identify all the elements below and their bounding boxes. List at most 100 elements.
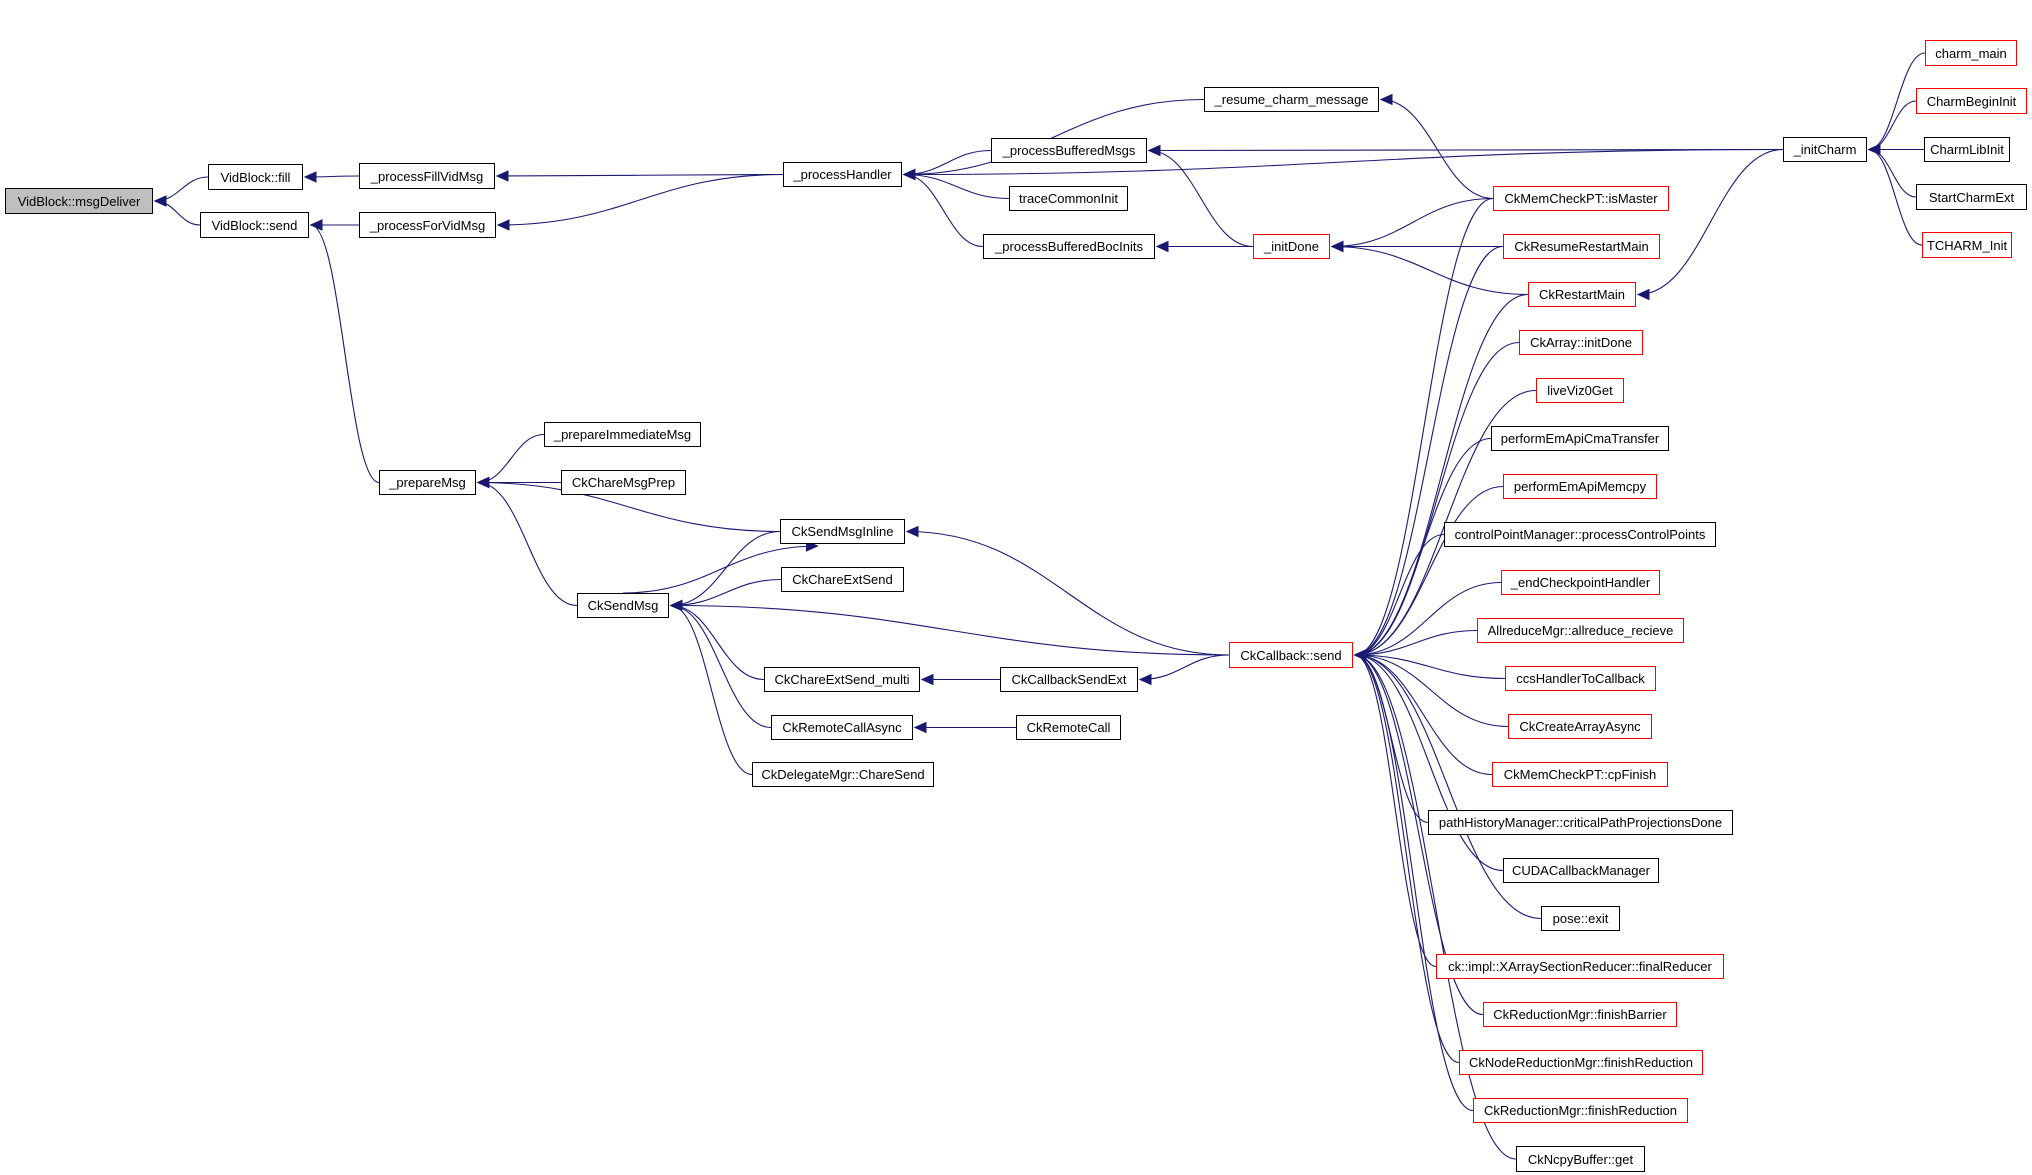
edge-delegateChareSend-to-sendMsg: [670, 604, 753, 776]
arrowhead-processFillVidMsg: [495, 170, 509, 182]
edge-sendMsgInline-to-sendMsg: [670, 530, 781, 607]
node-memcheck-is-master[interactable]: CkMemCheckPT::isMaster: [1493, 186, 1669, 211]
arrowhead-remoteCallAsync: [913, 721, 927, 734]
edge-startCharmExt-to-initCharm: [1868, 148, 1917, 198]
node-init-done[interactable]: _initDone: [1253, 234, 1330, 259]
node-prepare-msg[interactable]: _prepareMsg: [379, 470, 476, 495]
edge-ccsHandlerToCallback-to-callbackSend: [1354, 654, 1506, 680]
node-send-msg-inline[interactable]: CkSendMsgInline: [780, 519, 905, 544]
arrowhead-sendMsg: [669, 599, 683, 612]
node-restart-main[interactable]: CkRestartMain: [1528, 282, 1636, 307]
node-callback-send[interactable]: CkCallback::send: [1229, 642, 1353, 668]
node-liveviz0-get[interactable]: liveViz0Get: [1536, 378, 1624, 403]
edge-initCharm-to-restartMain: [1637, 148, 1784, 296]
node-remote-call[interactable]: CkRemoteCall: [1016, 715, 1121, 740]
node-vidblock-fill[interactable]: VidBlock::fill: [208, 164, 303, 190]
edge-restartMain-to-initDone: [1331, 245, 1529, 296]
edge-initCharm-to-processBufferedMsgs: [1148, 148, 1784, 152]
edge-callbackSend-to-sendMsg: [670, 604, 1230, 656]
node-finish-reduction[interactable]: CkReductionMgr::finishReduction: [1473, 1098, 1688, 1123]
arrowhead-initDone: [1330, 240, 1344, 253]
edge-endCheckpointHandler-to-callbackSend: [1354, 581, 1502, 656]
arrowhead-initCharm: [1867, 143, 1881, 156]
node-start-charm-ext[interactable]: StartCharmExt: [1916, 184, 2027, 210]
node-tcharm-init[interactable]: TCHARM_Init: [1922, 232, 2012, 258]
node-cuda-callback-manager[interactable]: CUDACallbackManager: [1503, 858, 1659, 883]
edge-allreduceRecieve-to-callbackSend: [1354, 629, 1478, 656]
edge-controlPoints-to-callbackSend: [1354, 533, 1445, 656]
edge-sendMsgInline-to-prepareMsg: [477, 481, 781, 533]
edge-sendMsg-to-sendMsgInline: [622, 545, 818, 594]
node-chare-ext-send[interactable]: CkChareExtSend: [781, 567, 904, 592]
node-memcheck-cp-finish[interactable]: CkMemCheckPT::cpFinish: [1492, 762, 1668, 787]
edge-finishBarrier-to-callbackSend: [1354, 654, 1484, 1016]
edge-arrayInitDone-to-callbackSend: [1354, 341, 1520, 656]
edge-finalReducer-to-callbackSend: [1354, 654, 1437, 968]
edge-finishReduction-to-callbackSend: [1354, 654, 1474, 1112]
edge-resumeRestartMain-to-callbackSend: [1354, 245, 1504, 656]
arrowhead-chareExtSendMulti: [920, 673, 934, 686]
node-process-handler[interactable]: _processHandler: [783, 162, 902, 187]
node-resume-charm-message[interactable]: _resume_charm_message: [1204, 87, 1379, 112]
edge-processBufferedMsgs-to-processHandler: [903, 149, 992, 176]
node-perform-em-api-memcpy[interactable]: performEmApiMemcpy: [1503, 474, 1657, 499]
node-node-finish-reduction[interactable]: CkNodeReductionMgr::finishReduction: [1459, 1050, 1703, 1075]
node-control-point-manager[interactable]: controlPointManager::processControlPoint…: [1444, 522, 1716, 547]
node-charm-lib-init[interactable]: CharmLibInit: [1924, 137, 2010, 162]
node-perform-em-api-cma-transfer[interactable]: performEmApiCmaTransfer: [1491, 426, 1669, 451]
node-ncpy-buffer-get[interactable]: CkNcpyBuffer::get: [1516, 1146, 1645, 1172]
arrowhead-fill: [303, 171, 317, 183]
edge-ncpyGet-to-callbackSend: [1354, 654, 1517, 1160]
edge-traceCommonInit-to-processHandler: [903, 173, 1010, 200]
node-remote-call-async[interactable]: CkRemoteCallAsync: [771, 715, 913, 740]
node-charm-main[interactable]: charm_main: [1925, 40, 2017, 66]
edge-prepareMsg-to-send: [310, 224, 380, 484]
node-prepare-immediate-msg[interactable]: _prepareImmediateMsg: [544, 422, 701, 447]
edge-prepareImmediateMsg-to-prepareMsg: [477, 433, 545, 484]
node-pose-exit[interactable]: pose::exit: [1541, 906, 1620, 931]
node-trace-common-init[interactable]: traceCommonInit: [1009, 186, 1128, 211]
node-finish-barrier[interactable]: CkReductionMgr::finishBarrier: [1483, 1002, 1677, 1027]
arrowhead-msgDeliver: [153, 195, 167, 207]
arrowhead-processHandler: [902, 168, 916, 181]
edge-createArrayAsync-to-callbackSend: [1354, 654, 1509, 728]
node-array-init-done[interactable]: CkArray::initDone: [1519, 330, 1643, 355]
edge-initDone-to-processBufferedMsgs: [1148, 149, 1254, 248]
arrowhead-processBufferedBocInits: [1155, 240, 1169, 253]
node-charm-begin-init[interactable]: CharmBeginInit: [1916, 88, 2027, 114]
edge-sendMsg-to-prepareMsg: [477, 481, 578, 607]
node-vidblock-send[interactable]: VidBlock::send: [200, 212, 309, 238]
edge-emApiMemcpy-to-callbackSend: [1354, 485, 1504, 656]
node-delegate-chare-send[interactable]: CkDelegateMgr::ChareSend: [752, 762, 934, 787]
arrowhead-restartMain: [1636, 288, 1650, 301]
node-ccs-handler-to-callback[interactable]: ccsHandlerToCallback: [1505, 666, 1656, 691]
edge-processHandler-to-processFillVidMsg: [496, 173, 784, 177]
edge-chareExtSendMulti-to-sendMsg: [670, 604, 765, 681]
node-create-array-async[interactable]: CkCreateArrayAsync: [1508, 714, 1652, 739]
node-process-buffered-boc-inits[interactable]: _processBufferedBocInits: [983, 234, 1155, 259]
node-allreduce-recieve[interactable]: AllreduceMgr::allreduce_recieve: [1477, 618, 1684, 643]
edge-processBufferedBocInits-to-processHandler: [903, 173, 984, 248]
edge-callbackSend-to-callbackSendExt: [1139, 654, 1230, 681]
edge-isMaster-to-initDone: [1331, 197, 1494, 248]
node-resume-restart-main[interactable]: CkResumeRestartMain: [1503, 234, 1660, 259]
node-chare-msg-prep[interactable]: CkChareMsgPrep: [561, 470, 686, 495]
node-critical-path-projections-done[interactable]: pathHistoryManager::criticalPathProjecti…: [1428, 810, 1733, 835]
node-chare-ext-send-multi[interactable]: CkChareExtSend_multi: [764, 667, 920, 692]
node-init-charm[interactable]: _initCharm: [1783, 137, 1867, 162]
node-callback-send-ext[interactable]: CkCallbackSendExt: [1000, 667, 1138, 692]
edge-resumeCharmMessage-to-processHandler: [903, 98, 1205, 176]
node-end-checkpoint-handler[interactable]: _endCheckpointHandler: [1501, 570, 1660, 595]
node-send-msg[interactable]: CkSendMsg: [577, 593, 669, 618]
edge-initCharm-to-processHandler: [903, 148, 1784, 176]
arrowhead-sendMsgInline: [905, 525, 919, 538]
edge-nodeFinishReduction-to-callbackSend: [1354, 654, 1460, 1064]
node-final-reducer[interactable]: ck::impl::XArraySectionReducer::finalRed…: [1436, 954, 1724, 979]
edge-isMaster-to-resumeCharmMessage: [1380, 98, 1494, 200]
node-process-buffered-msgs[interactable]: _processBufferedMsgs: [991, 138, 1147, 163]
node-process-for-vid-msg[interactable]: _processForVidMsg: [359, 212, 496, 238]
node-process-fill-vid-msg[interactable]: _processFillVidMsg: [359, 163, 495, 189]
arrowhead-processBufferedMsgs: [1147, 144, 1161, 157]
edge-cpFinish-to-callbackSend: [1354, 654, 1493, 776]
